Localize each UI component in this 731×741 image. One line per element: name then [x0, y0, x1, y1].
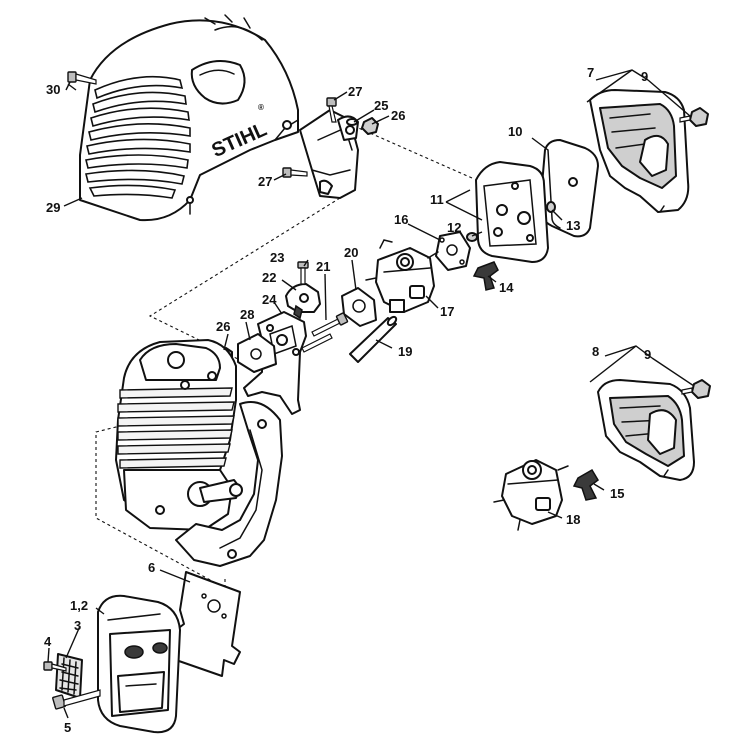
carburetor-18 [493, 459, 569, 531]
screw-27-side [282, 167, 308, 178]
carburetor-17 [365, 239, 439, 313]
washer-25 [346, 118, 358, 126]
gasket-28 [237, 333, 277, 373]
screw-30 [65, 71, 97, 91]
callout-5: 5 [64, 720, 71, 735]
callout-24: 24 [262, 292, 277, 307]
callout-23: 23 [270, 250, 284, 265]
callout-14: 14 [499, 280, 514, 295]
callout-26-side: 26 [216, 319, 230, 334]
nut-26-top [361, 117, 379, 135]
callout-27-side: 27 [258, 174, 272, 189]
muffler-1-2 [97, 594, 181, 734]
filter-cover-8 [597, 379, 695, 481]
leader-7-9-top [586, 69, 691, 117]
heat-shield-6 [175, 571, 241, 677]
intake-bracket [299, 109, 359, 199]
callout-19: 19 [398, 344, 412, 359]
callout-12: 12 [447, 220, 461, 235]
callout-3: 3 [74, 618, 81, 633]
callout-6: 6 [148, 560, 155, 575]
callout-28: 28 [240, 307, 254, 322]
callout-16: 16 [394, 212, 408, 227]
callout-22: 22 [262, 270, 276, 285]
choke-knob-15 [572, 468, 599, 501]
callout-13: 13 [566, 218, 580, 233]
filter-cover [589, 89, 690, 213]
engine-shroud: STIHL ® [79, 14, 299, 222]
screw-5 [52, 689, 101, 710]
fuel-hose-19 [349, 315, 398, 363]
spark-screen-3 [55, 653, 83, 699]
callout-1-2: 1,2 [70, 598, 88, 613]
callout-30: 30 [46, 82, 60, 97]
callout-29: 29 [46, 200, 60, 215]
callout-10: 10 [508, 124, 522, 139]
choke-lever-22 [285, 283, 321, 320]
callout-15: 15 [610, 486, 624, 501]
callout-labels: 30 29 27 27 25 26 7 9 10 11 12 13 16 14 … [44, 65, 651, 735]
callout-9-top: 9 [641, 69, 648, 84]
callout-9-bottom: 9 [644, 347, 651, 362]
choke-knob-14 [472, 261, 499, 291]
callout-11: 11 [430, 192, 444, 207]
callout-25: 25 [374, 98, 388, 113]
callout-27-top: 27 [348, 84, 362, 99]
screws-21 [301, 312, 349, 353]
callout-26-top: 26 [391, 108, 405, 123]
clutch-housing [175, 401, 283, 567]
callout-7: 7 [587, 65, 594, 80]
shroud-grille [85, 75, 191, 199]
callout-4: 4 [44, 634, 52, 649]
gasket-16 [435, 231, 471, 271]
screw-9-bottom [681, 379, 711, 399]
callout-8: 8 [592, 344, 599, 359]
callout-17: 17 [440, 304, 454, 319]
screw-27-top [326, 97, 337, 123]
screw-9-top [679, 107, 709, 127]
callout-leaders [47, 83, 605, 719]
callout-21: 21 [316, 259, 330, 274]
trademark-symbol: ® [258, 103, 264, 112]
callout-20: 20 [344, 245, 358, 260]
screw-23 [297, 261, 309, 285]
seal-13 [546, 201, 556, 213]
callout-18: 18 [566, 512, 580, 527]
filter-base [475, 161, 549, 263]
engine-block [115, 339, 243, 531]
leader-8-9-bottom [589, 345, 695, 387]
